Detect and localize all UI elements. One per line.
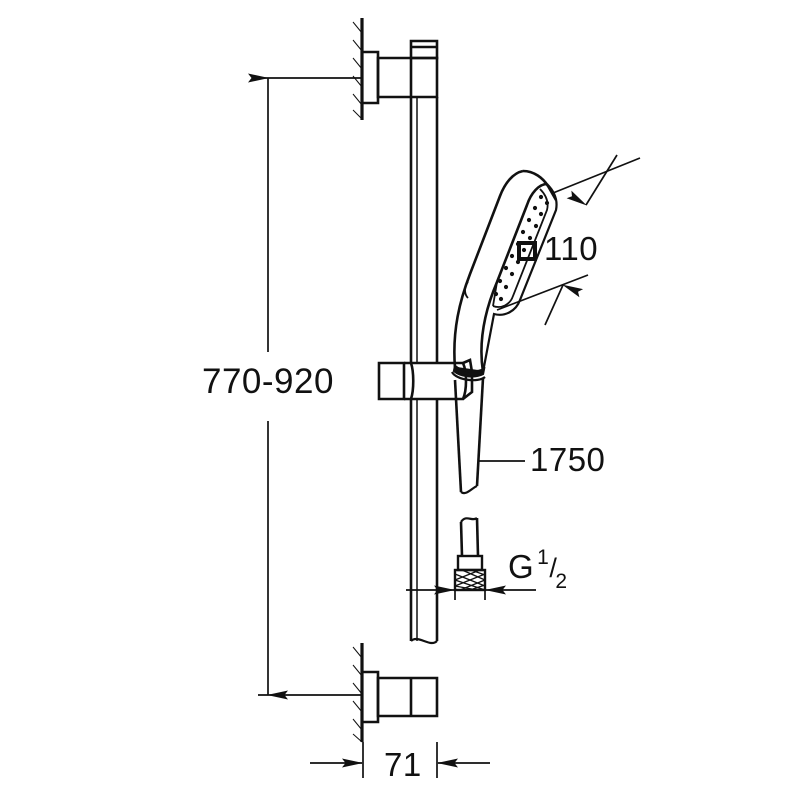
dimension-label-shower-head: 110 (517, 232, 598, 265)
shower-head-value: 110 (544, 230, 599, 267)
hand-shower-seat (452, 363, 486, 378)
shower-hose (453, 377, 485, 557)
dimension-label-rail-height: 770-920 (202, 362, 334, 401)
shower-rail (409, 97, 439, 641)
sliding-holder (377, 358, 474, 401)
hose-nut-knurl (454, 569, 486, 591)
dimension-shower-head (496, 154, 641, 326)
dimension-thread (406, 585, 536, 600)
thread-fraction: 1/2 (537, 546, 569, 592)
thread-slash: / (549, 553, 558, 583)
dimension-label-hose-length: 1750 (530, 441, 606, 478)
spray-nozzles (493, 194, 550, 302)
square-symbol-icon (517, 241, 537, 261)
dimension-rail-height (248, 73, 362, 700)
upper-bracket (363, 39, 439, 105)
dimension-label-wall-offset: 71 (384, 746, 422, 783)
thread-denominator: 2 (555, 569, 568, 593)
wall-upper (352, 18, 364, 120)
hand-shower (451, 169, 558, 382)
hand-shower-handle-detail (464, 281, 469, 299)
thread-prefix: G (508, 548, 535, 585)
dimension-label-thread: G 1/2 (508, 546, 570, 592)
wall-lower (352, 643, 364, 743)
lower-bracket (363, 670, 439, 724)
dimension-wall-offset (310, 742, 490, 778)
rail-break-end (410, 637, 438, 645)
thread-numerator: 1 (537, 546, 550, 569)
